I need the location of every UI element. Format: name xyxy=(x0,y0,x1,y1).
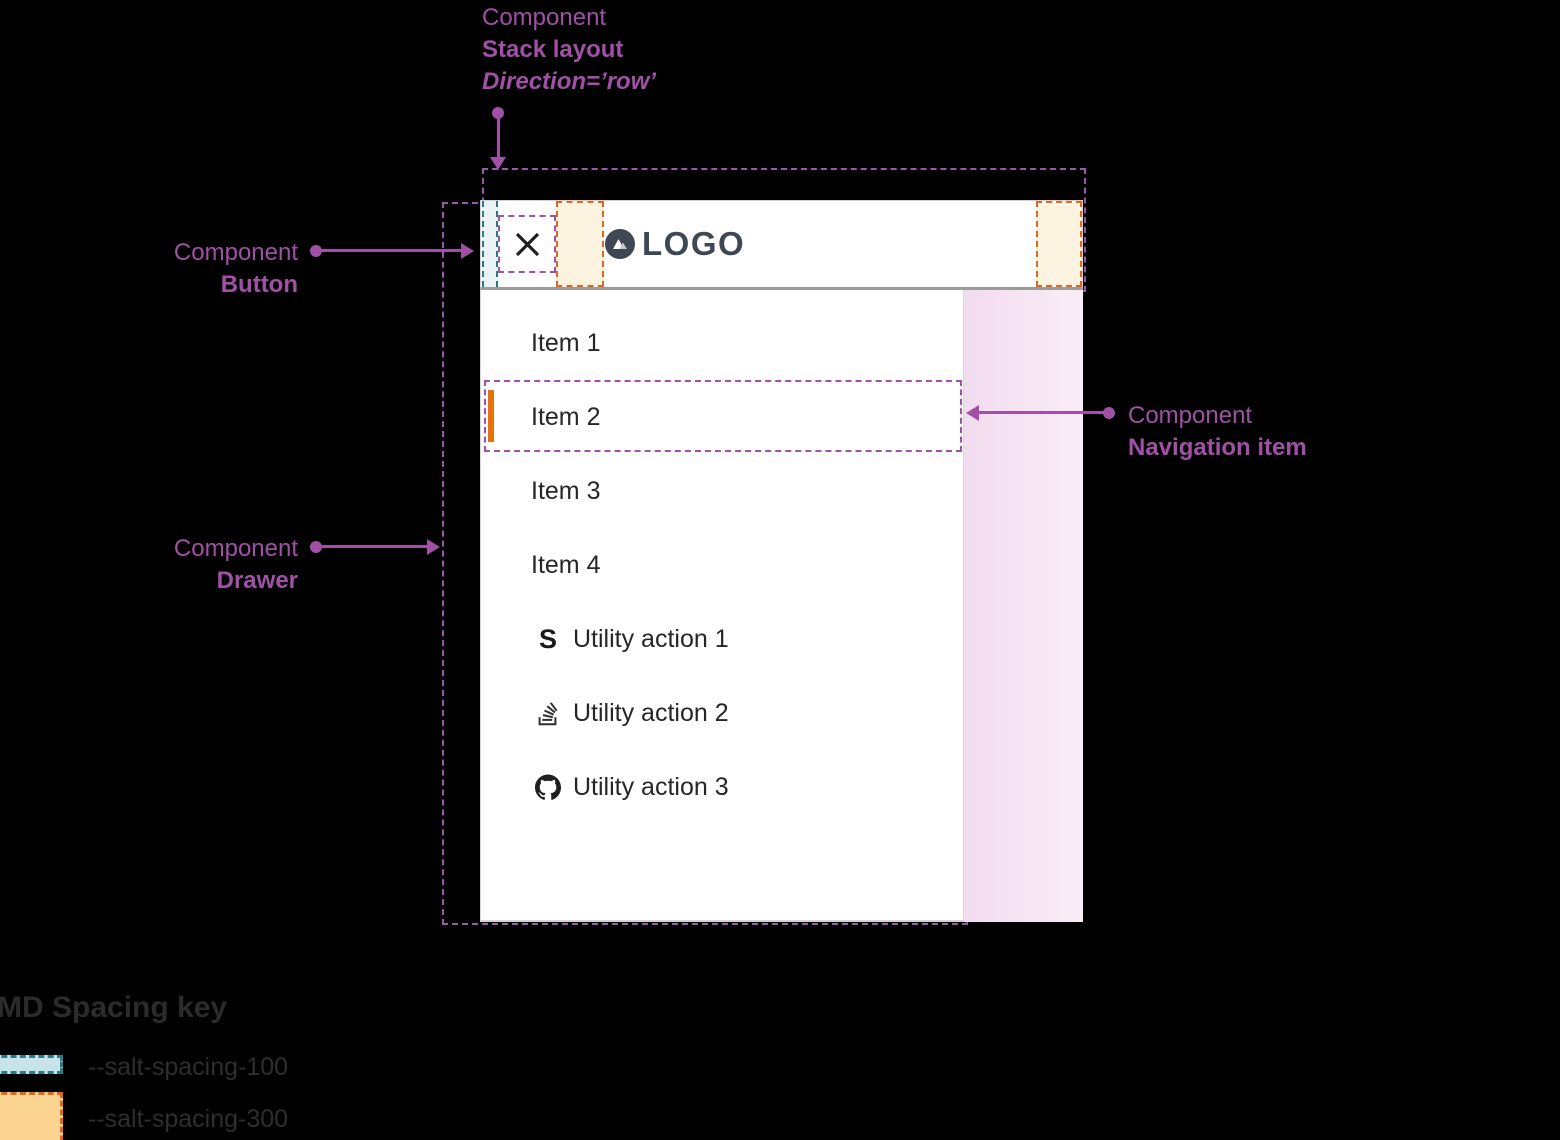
arrow-down-icon xyxy=(490,157,506,170)
drawer-panel: Item 1 Item 2 Item 3 Item 4 S Utility ac… xyxy=(480,290,964,922)
symphony-icon: S xyxy=(538,623,557,654)
nav-item-label: Item 2 xyxy=(531,402,601,431)
legend-title: MD Spacing key xyxy=(0,991,228,1024)
arrow-line xyxy=(316,249,462,252)
arrow-right-icon xyxy=(427,539,440,555)
annotation-drawer: Component Drawer xyxy=(100,533,298,597)
annotation-line: Component xyxy=(173,535,298,562)
annotation-line: Navigation item xyxy=(1128,434,1307,461)
utility-label: Utility action 3 xyxy=(573,772,729,801)
nav-item-1[interactable]: Item 1 xyxy=(481,306,963,380)
utility-label: Utility action 1 xyxy=(573,624,729,653)
annotation-dot xyxy=(1103,407,1115,419)
nav-item-label: Item 3 xyxy=(531,476,601,505)
logo-text: LOGO xyxy=(642,225,746,262)
legend-label: --salt-spacing-300 xyxy=(88,1105,289,1133)
arrow-line xyxy=(497,117,500,159)
spacing-300-block xyxy=(556,201,604,287)
annotation-nav-item: Component Navigation item xyxy=(1128,400,1307,464)
annotation-line: Stack layout xyxy=(482,36,624,63)
utility-action-3[interactable]: Utility action 3 xyxy=(481,750,963,824)
annotation-dot xyxy=(492,107,504,119)
close-icon xyxy=(515,232,539,256)
annotation-line: Drawer xyxy=(216,567,298,594)
logo-mark-icon xyxy=(605,229,635,259)
spacing-300-block xyxy=(1036,201,1082,287)
app-header: LOGO xyxy=(480,200,1083,290)
stackoverflow-icon xyxy=(535,700,561,726)
annotation-stack-layout: Component Stack layout Direction=’row’ xyxy=(482,2,656,98)
spacing-100-strip xyxy=(482,201,498,287)
annotation-line: Direction=’row’ xyxy=(482,68,657,95)
annotation-line: Component xyxy=(173,239,298,266)
arrow-line xyxy=(979,411,1107,414)
nav-item-label: Item 1 xyxy=(531,328,601,357)
annotation-line: Button xyxy=(220,271,298,298)
github-icon xyxy=(535,774,561,801)
nav-item-label: Item 4 xyxy=(531,550,601,579)
utility-action-2[interactable]: Utility action 2 xyxy=(481,676,963,750)
legend-swatch-spacing-300 xyxy=(0,1092,63,1140)
navigation-item-guide xyxy=(484,380,962,452)
backdrop-scrim[interactable] xyxy=(964,290,1083,922)
nav-item-4[interactable]: Item 4 xyxy=(481,528,963,602)
active-item-indicator xyxy=(488,390,494,442)
utility-action-1[interactable]: S Utility action 1 xyxy=(481,602,963,676)
nav-item-3[interactable]: Item 3 xyxy=(481,454,963,528)
utility-label: Utility action 2 xyxy=(573,698,729,727)
arrow-left-icon xyxy=(966,405,979,421)
legend-swatch-spacing-100 xyxy=(0,1055,63,1074)
close-button[interactable] xyxy=(498,215,556,273)
annotation-button: Component Button xyxy=(100,237,298,301)
nav-item-2[interactable]: Item 2 xyxy=(481,380,963,454)
legend-label: --salt-spacing-100 xyxy=(88,1053,289,1081)
annotation-line: Component xyxy=(482,4,607,31)
arrow-line xyxy=(316,545,428,548)
arrow-right-icon xyxy=(461,243,474,259)
annotation-line: Component xyxy=(1128,402,1253,429)
logo: LOGO xyxy=(605,201,745,287)
